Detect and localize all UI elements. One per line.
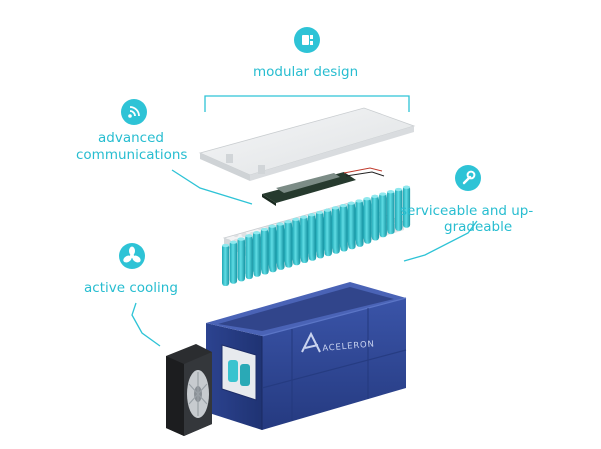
- active-cooling-label: active cooling: [84, 280, 178, 296]
- battery-cell: [260, 228, 269, 270]
- battery-cells: [222, 185, 411, 286]
- battery-cell-top: [331, 206, 340, 210]
- battery-cell-top: [323, 208, 332, 212]
- battery-cell-top: [284, 220, 292, 224]
- battery-cell-top: [347, 201, 355, 205]
- battery-cell: [347, 201, 355, 244]
- battery-cell: [245, 234, 253, 277]
- battery-cell-top: [292, 217, 300, 221]
- battery-cell: [323, 208, 332, 251]
- callout-lines: [131, 95, 478, 347]
- battery-cell: [237, 237, 245, 280]
- battery-cell-top: [355, 199, 363, 203]
- battery-cell: [276, 222, 284, 265]
- serviceable-label: serviceable and up-: [400, 203, 534, 219]
- battery-cell-top: [339, 204, 347, 208]
- battery-cell: [395, 188, 403, 230]
- battery-cell-top: [371, 194, 379, 198]
- battery-cell: [331, 206, 340, 249]
- battery-cell-top: [222, 243, 230, 248]
- battery-cell: [292, 217, 300, 260]
- battery-cell-top: [379, 192, 387, 196]
- modular-icon: [294, 27, 320, 53]
- upgradeable-label: gradeable: [444, 219, 513, 235]
- modular-design-label: modular design: [253, 64, 359, 80]
- battery-cell: [308, 213, 316, 256]
- fan-icon: [119, 243, 145, 269]
- battery-cell-top: [245, 234, 253, 238]
- communications-board: [262, 167, 385, 206]
- battery-cell: [402, 185, 411, 228]
- battery-cell-top: [308, 213, 316, 217]
- battery-cell-top: [253, 231, 261, 235]
- battery-cell-top: [276, 222, 284, 226]
- battery-cell: [316, 211, 324, 253]
- battery-cell-top: [268, 224, 276, 228]
- battery-cell: [371, 194, 379, 237]
- battery-cell-top: [402, 185, 411, 189]
- communications-label: communications: [76, 147, 188, 163]
- top-lid-panel: [198, 107, 416, 181]
- battery-cell: [268, 224, 276, 267]
- battery-cell: [379, 192, 387, 235]
- battery-cell: [339, 204, 347, 247]
- battery-cell-top: [395, 187, 403, 192]
- battery-cell: [222, 244, 230, 286]
- advanced-label: advanced: [98, 130, 164, 146]
- battery-cell: [363, 197, 371, 240]
- battery-cell: [284, 220, 292, 263]
- battery-cell-top: [237, 237, 245, 241]
- battery-cell-top: [229, 240, 237, 244]
- modular-bracket: [204, 95, 410, 112]
- battery-cell: [387, 190, 395, 233]
- cooling-leader: [131, 302, 161, 347]
- wifi-icon: [121, 99, 147, 125]
- battery-housing: [206, 282, 407, 430]
- battery-cell-top: [316, 210, 324, 215]
- cooling-fan: [166, 344, 212, 436]
- battery-cell: [355, 199, 363, 242]
- battery-cell-top: [300, 215, 308, 219]
- battery-cell: [253, 231, 261, 274]
- aceleron-logo-mark: [301, 331, 321, 353]
- comms-leader: [171, 169, 253, 205]
- battery-cell: [300, 215, 308, 258]
- service-leader: [403, 220, 478, 262]
- battery-cell-top: [260, 227, 269, 232]
- battery-cell-top: [363, 197, 371, 201]
- battery-cell-top: [387, 190, 395, 194]
- battery-cell: [229, 240, 237, 283]
- wrench-icon: [455, 165, 481, 191]
